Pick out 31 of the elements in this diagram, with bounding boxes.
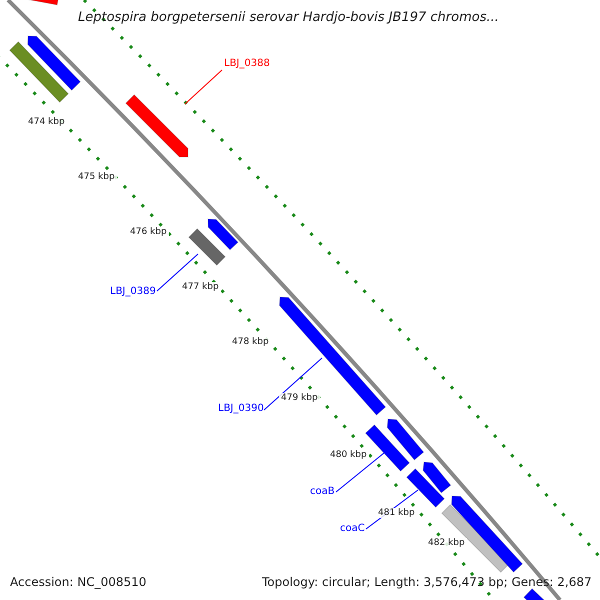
gene-feature	[125, 94, 188, 158]
tick-label: 478 kbp	[230, 337, 271, 347]
gene-label: LBJ_0389	[110, 286, 156, 297]
tick-label: 477 kbp	[180, 282, 221, 292]
tick-label: 481 kbp	[376, 508, 417, 518]
gene-label: LBJ_0390	[218, 403, 264, 414]
gene-label: coaC	[340, 523, 365, 534]
gene-feature	[207, 218, 239, 250]
gene-feature	[406, 468, 445, 508]
tick-label: 480 kbp	[328, 450, 369, 460]
leader-line	[336, 452, 384, 492]
gene-feature	[278, 296, 386, 416]
gene-label: coaB	[310, 486, 335, 497]
map-title: Leptospira borgpetersenii serovar Hardjo-bovis JB197 chromos...	[78, 10, 499, 25]
gene-feature	[188, 228, 226, 266]
gene-feature	[9, 41, 69, 103]
tick-label: 476 kbp	[128, 227, 169, 237]
gene-feature	[364, 424, 410, 472]
tick-label: 474 kbp	[26, 117, 67, 127]
leader-line	[264, 358, 322, 410]
leader-line	[156, 254, 198, 292]
gene-label: LBJ_0388	[224, 58, 270, 69]
leader-line	[184, 70, 222, 104]
gene-feature	[422, 461, 452, 494]
info-text: Topology: circular; Length: 3,576,473 bp; Genes: 2,687	[262, 575, 592, 589]
gene-feature	[27, 35, 81, 91]
tick-label: 482 kbp	[426, 538, 467, 548]
tick-label: 479 kbp	[279, 393, 320, 403]
info-text: Accession: NC_008510	[10, 575, 146, 589]
gene-feature	[386, 418, 424, 461]
tick-label: 475 kbp	[76, 172, 117, 182]
